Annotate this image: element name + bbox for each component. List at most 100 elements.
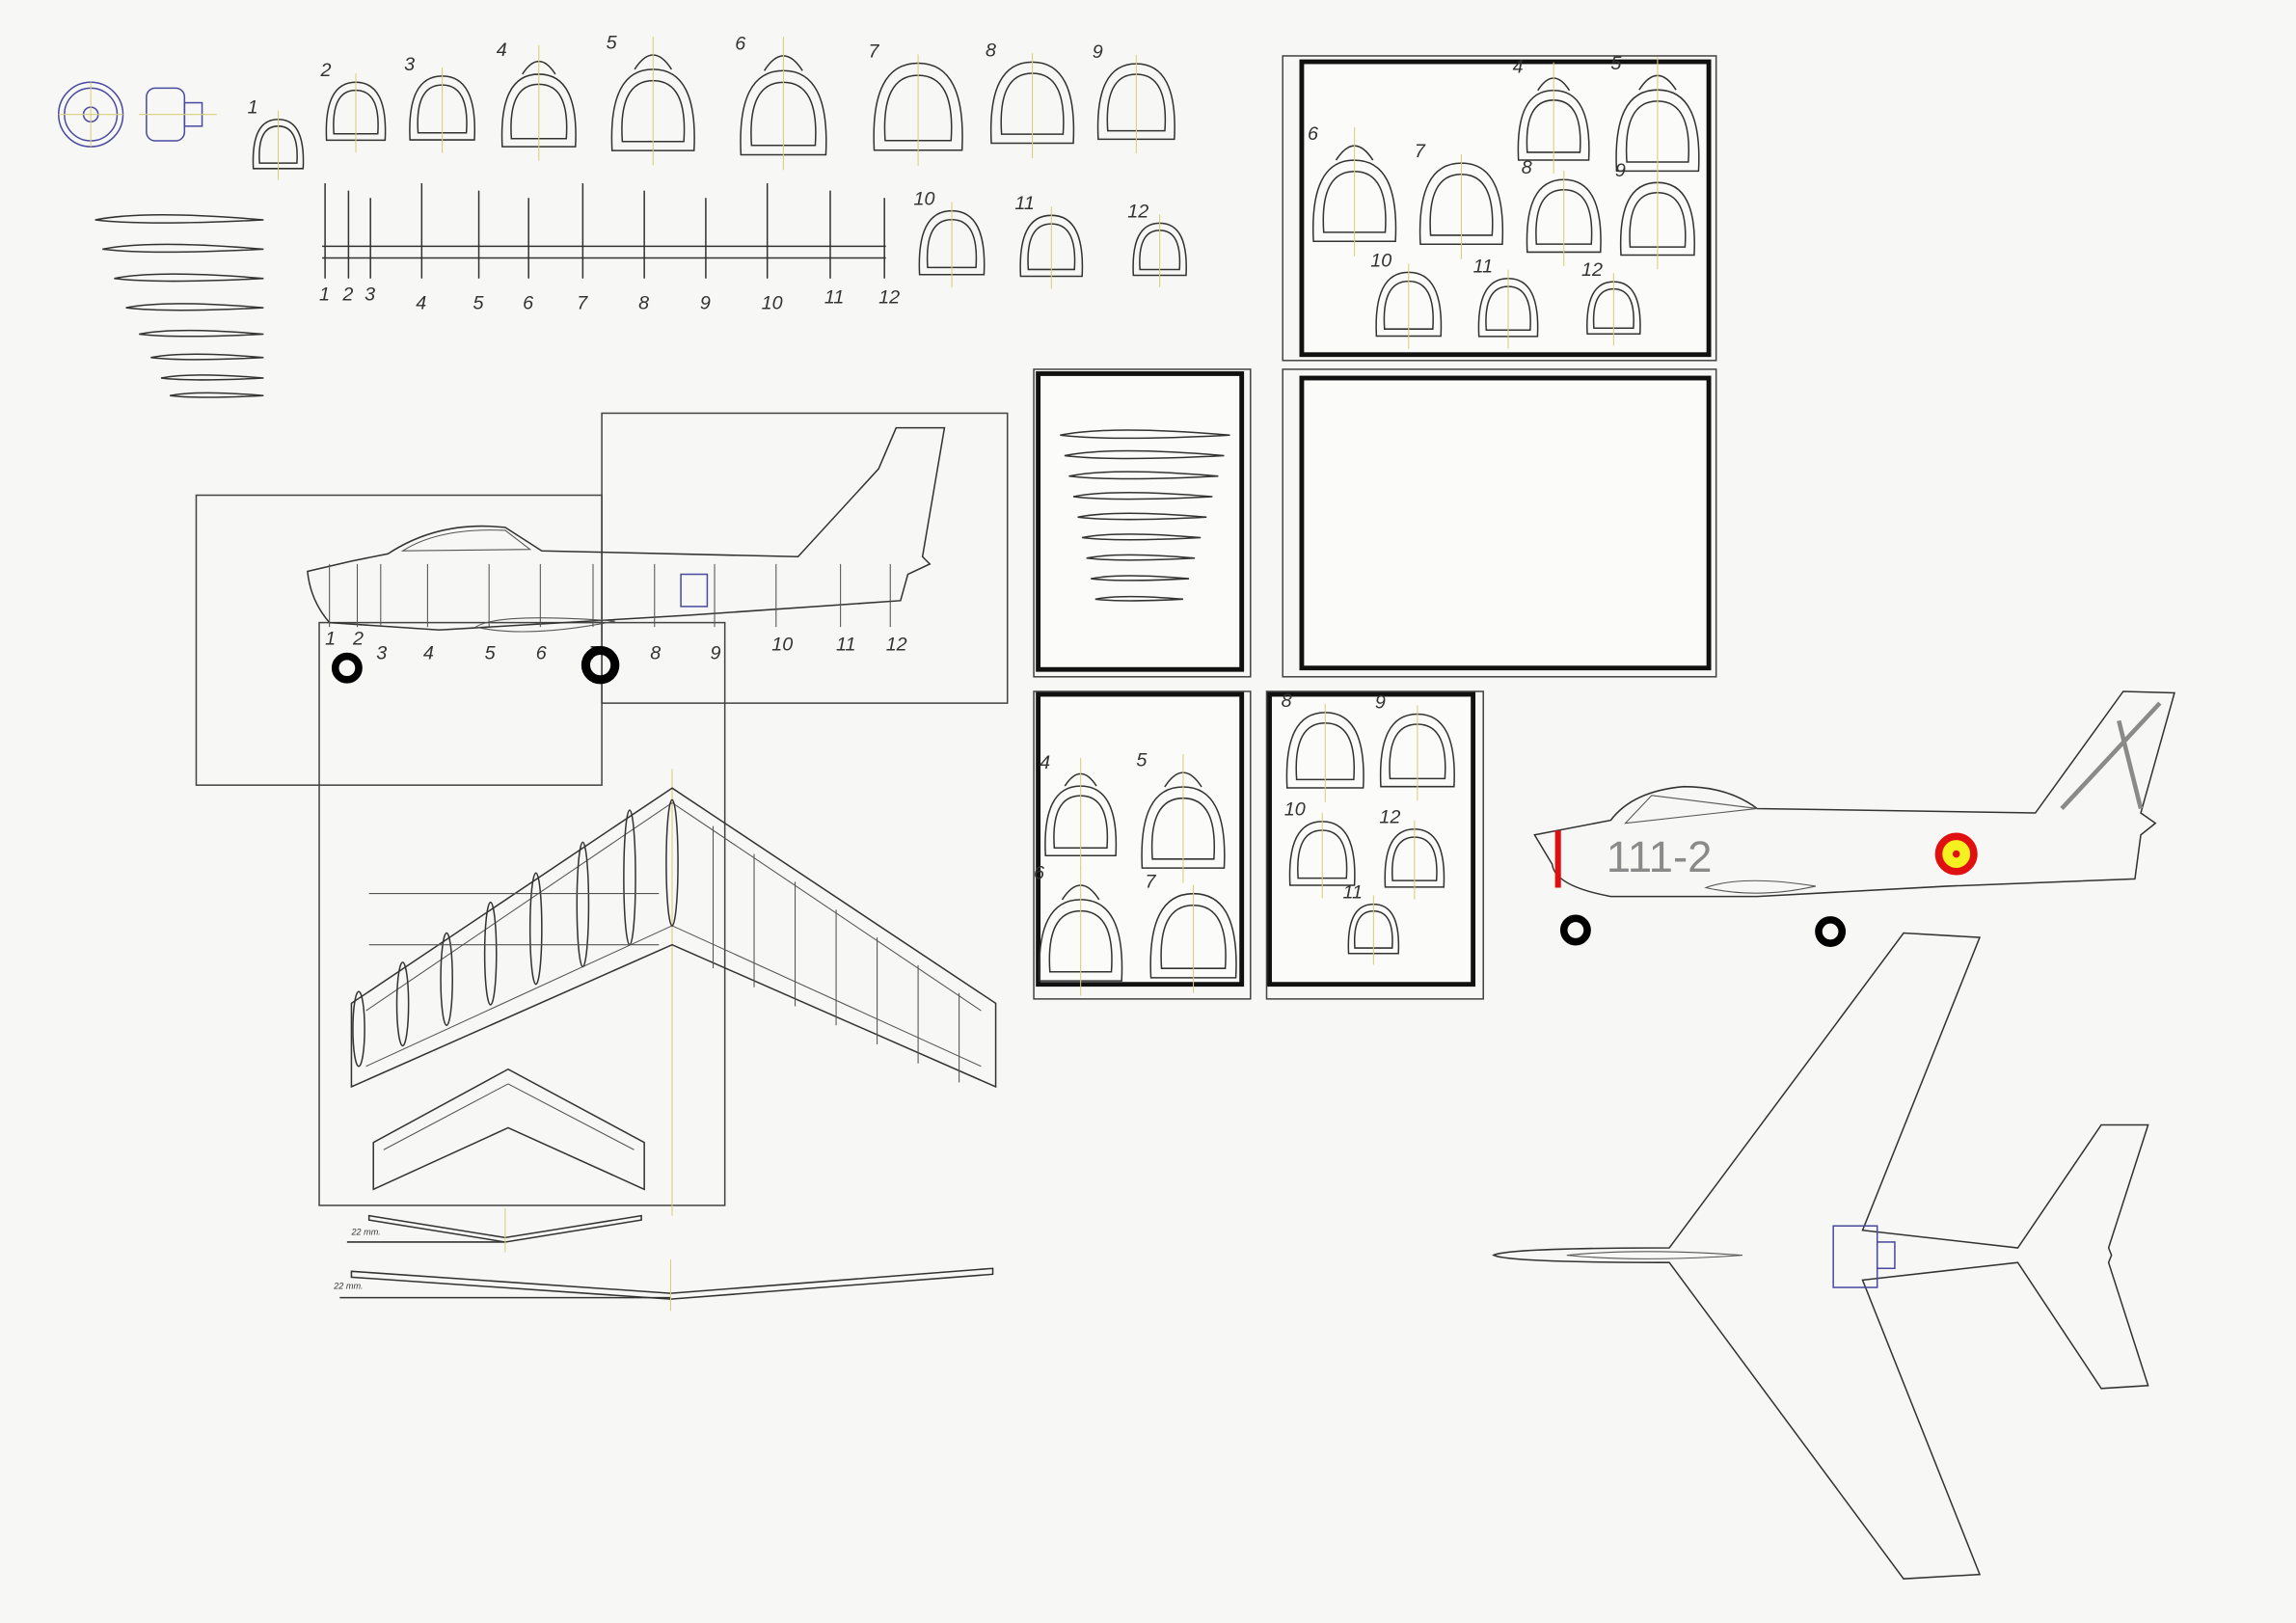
roundel-center [1952, 850, 1960, 858]
station-label: 2 [341, 284, 353, 306]
ducted-fan-side-view [139, 87, 217, 142]
wing-rib-airfoil [1091, 575, 1190, 582]
side-station-label: 11 [836, 634, 855, 655]
former-label: 8 [986, 40, 996, 61]
side-station-label: 8 [650, 643, 661, 664]
wing-rib [483, 901, 498, 1006]
side-station-label: 6 [536, 643, 547, 664]
wing-rib-airfoil [1064, 449, 1225, 460]
former-label: 8 [1282, 690, 1292, 712]
serial-marking: 111-2 [1607, 832, 1713, 881]
nose-wheel [331, 652, 363, 684]
station-label: 5 [473, 293, 484, 314]
former-label: 4 [497, 40, 507, 61]
wing-rib-airfoil [139, 329, 264, 338]
wing-rib-airfoil [1072, 491, 1213, 500]
station-label: 3 [365, 284, 375, 306]
former-label: 6 [1034, 863, 1044, 884]
painted-side-view: 111-2 [1533, 690, 2175, 947]
former-label: 2 [320, 60, 332, 81]
station-label: 4 [416, 293, 426, 314]
wing-structure-plan [350, 769, 997, 1216]
former-label: 9 [1375, 691, 1386, 713]
station-label: 12 [878, 287, 900, 309]
tail-dihedral-label: 22 mm. [350, 1227, 380, 1236]
former-label: 12 [1581, 259, 1603, 281]
former-label: 11 [1342, 882, 1363, 904]
wing-rib-airfoil [1082, 533, 1202, 541]
main-wheel [1815, 916, 1847, 947]
station-label: 11 [824, 287, 845, 309]
wing-rib-airfoil [1060, 429, 1230, 440]
former-label: 5 [1136, 750, 1148, 771]
former-label: 7 [1145, 872, 1156, 893]
former-label: 1 [248, 97, 258, 119]
former-label: 10 [914, 189, 935, 210]
wing-rib-airfoil [95, 214, 264, 224]
station-label: 1 [319, 284, 330, 306]
side-station-label: 1 [325, 628, 336, 649]
station-label: 8 [638, 293, 649, 314]
sheet-formers-e: 4 5 6 7 [1033, 690, 1252, 1000]
wing-dihedral-view: 22 mm. [333, 1259, 994, 1312]
wing-rib [352, 990, 365, 1068]
wing-rib-airfoil [150, 353, 264, 361]
former-label: 6 [1308, 123, 1318, 145]
former-label: 4 [1513, 57, 1524, 78]
former-label: 9 [1615, 160, 1626, 181]
former-label: 11 [1473, 257, 1494, 278]
wing-rib-airfoil [160, 374, 264, 381]
side-station-label: 2 [352, 628, 364, 649]
former-label: 6 [735, 33, 745, 54]
wing-rib-airfoil [114, 273, 264, 283]
wing-rib-airfoil [1086, 554, 1196, 561]
wing-rib [576, 841, 590, 968]
former-label: 10 [1370, 250, 1391, 271]
wing-dihedral-label: 22 mm. [333, 1282, 363, 1291]
sheet-ribs [1033, 368, 1252, 678]
wing-rib-airfoil [1094, 595, 1184, 602]
side-station-label: 10 [771, 634, 793, 655]
former-label: 9 [1093, 41, 1103, 63]
aircraft-top-view [1492, 932, 2149, 1580]
former-label: 10 [1284, 799, 1306, 821]
ducted-fan-front-view [57, 81, 124, 148]
tailplane-dihedral-view: 22 mm. [346, 1208, 642, 1253]
wing-rib-airfoil [1068, 471, 1219, 480]
station-label: 10 [762, 293, 783, 314]
former-label: 5 [1610, 53, 1622, 74]
station-label: 9 [700, 293, 711, 314]
side-station-label: 3 [376, 643, 387, 664]
former-label: 8 [1522, 157, 1532, 178]
wing-ribs-group [95, 214, 264, 398]
sheet-blank [1282, 368, 1717, 678]
saint-andrew-cross-marking [2060, 701, 2162, 811]
former-label: 11 [1014, 193, 1034, 214]
main-wheel [581, 645, 620, 685]
wing-rib [665, 798, 679, 927]
wing-rib [528, 872, 543, 986]
station-label: 6 [523, 293, 533, 314]
former-label: 7 [868, 41, 879, 62]
wing-rib-airfoil [169, 392, 264, 398]
station-label: 7 [577, 293, 588, 314]
nose-wheel [1559, 914, 1591, 946]
wing-rib-airfoil [102, 243, 264, 254]
wing-rib [395, 961, 410, 1047]
sheet-formers-f: 8 9 10 12 11 [1265, 690, 1484, 1000]
former-label: 3 [404, 54, 415, 75]
side-station-label: 12 [886, 634, 907, 655]
former-label: 12 [1379, 807, 1400, 828]
former-label: 4 [1040, 752, 1050, 773]
wing-rib-airfoil [125, 303, 264, 311]
side-station-label: 9 [710, 643, 720, 664]
former-label: 5 [607, 33, 618, 54]
wing-rib-airfoil [1077, 512, 1207, 521]
wing-rib [623, 809, 636, 946]
side-station-label: 4 [423, 643, 434, 664]
wing-rib [440, 932, 453, 1026]
